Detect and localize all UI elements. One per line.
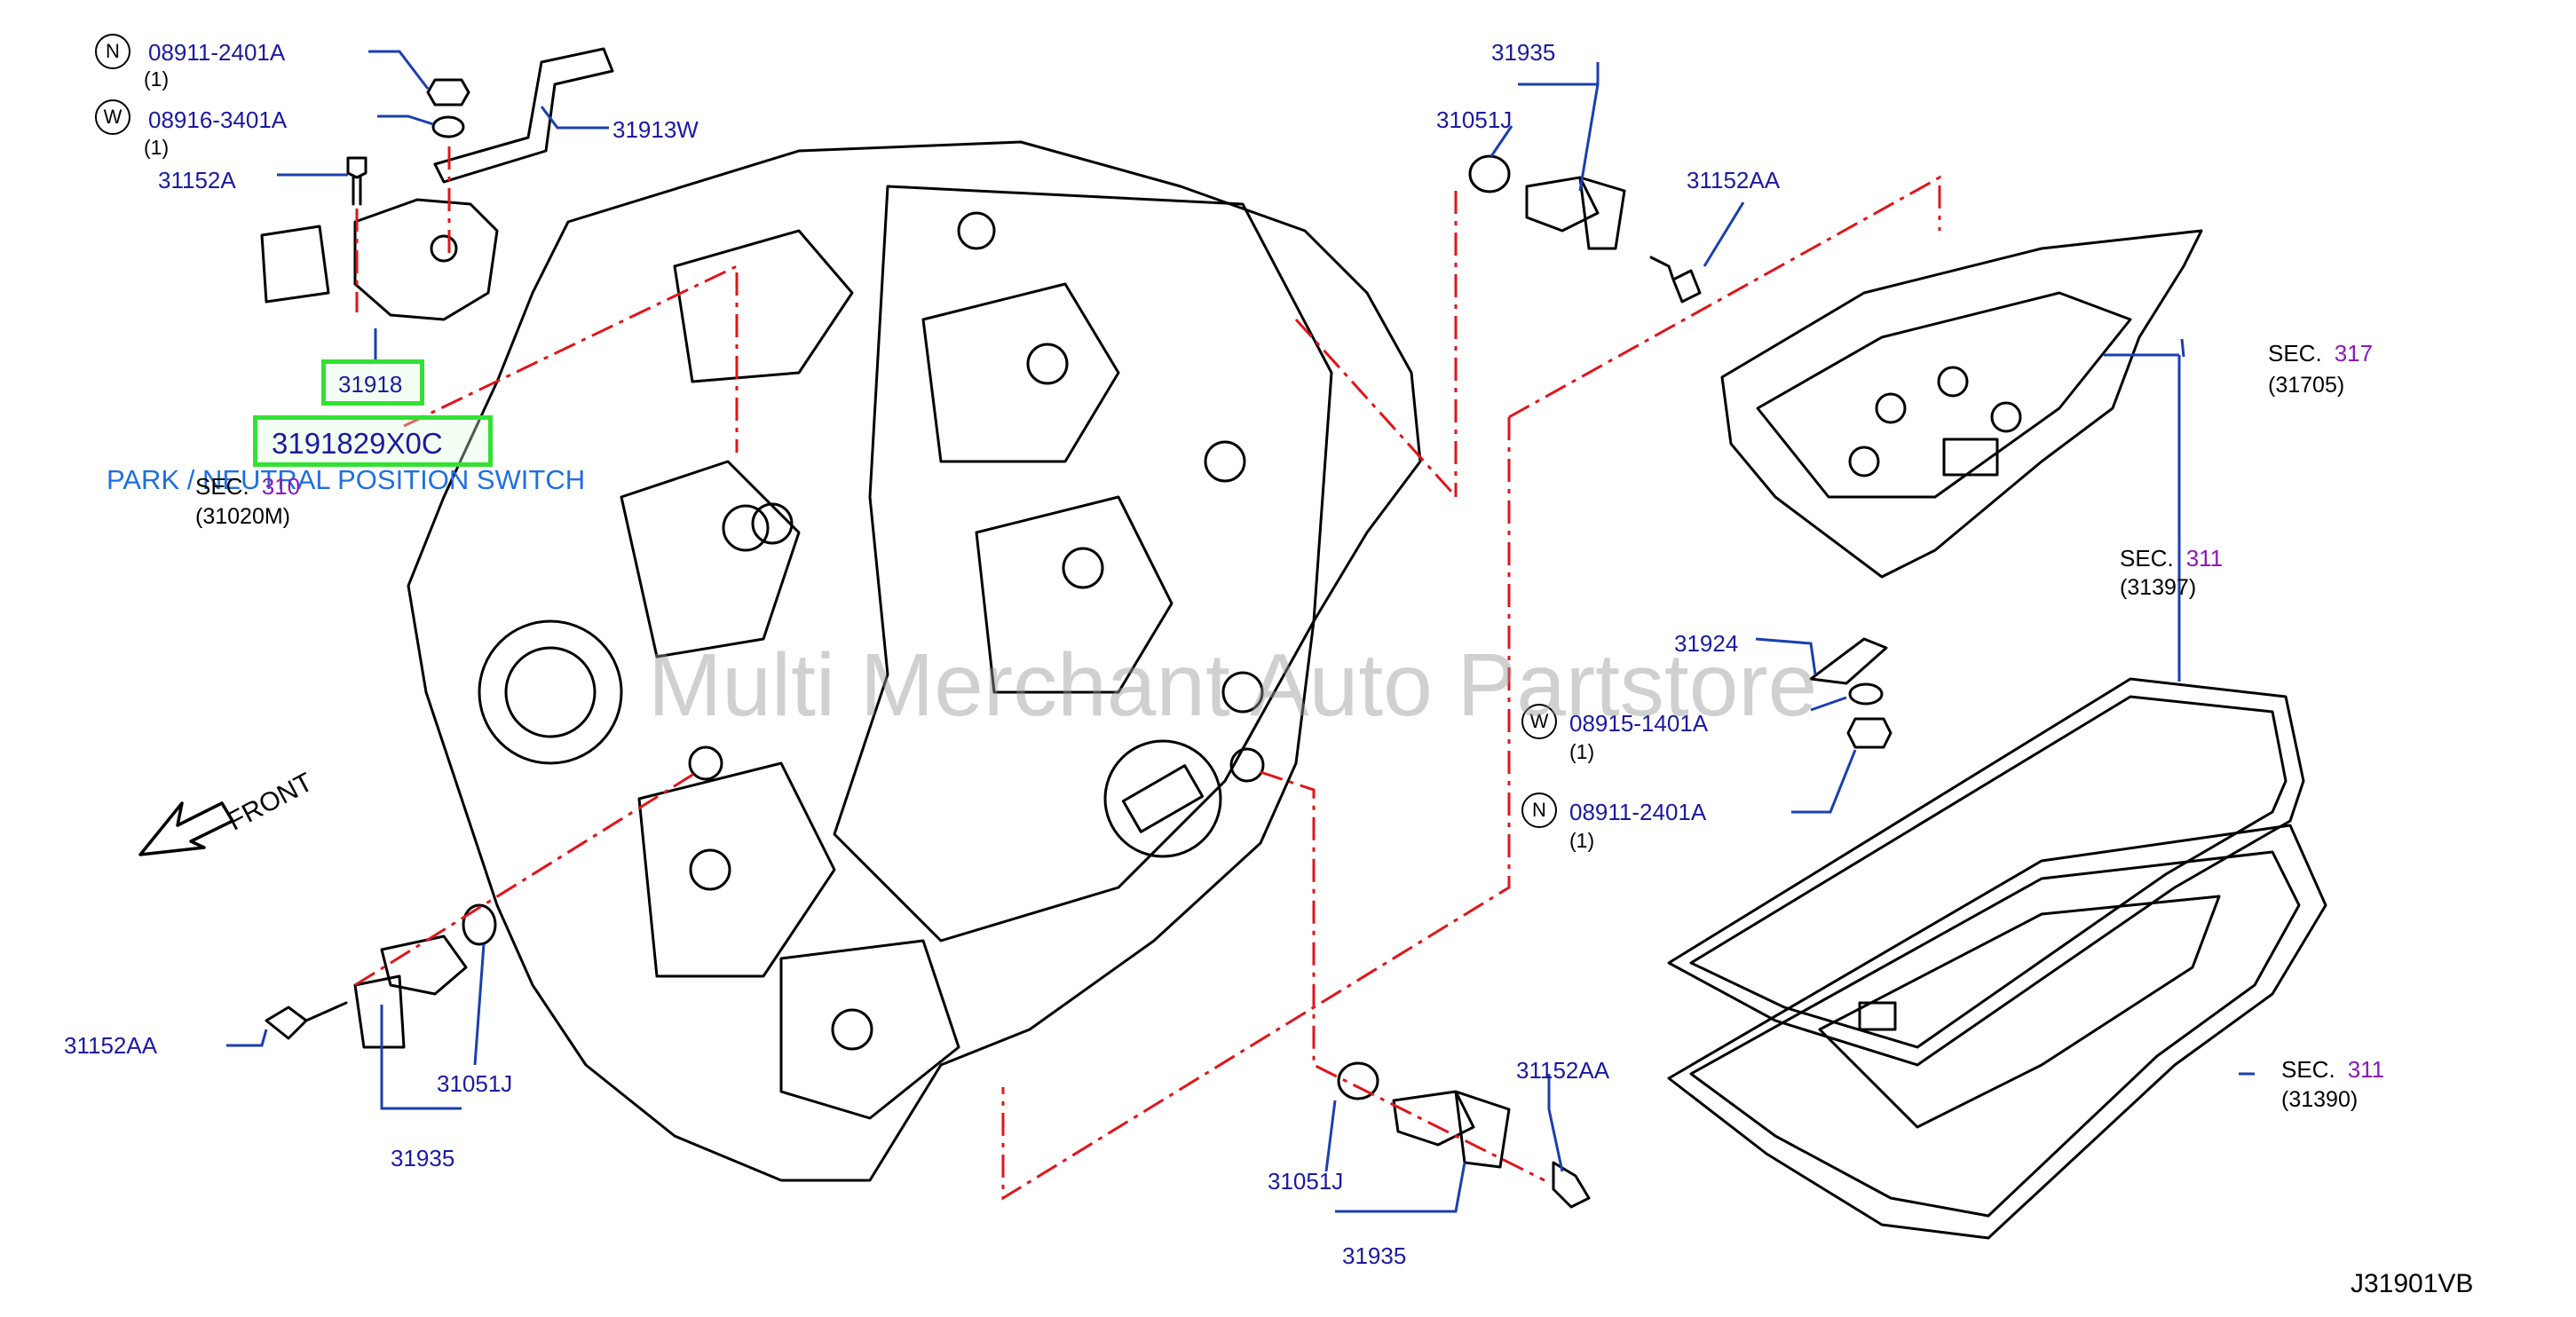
- switch-connector: [260, 225, 330, 304]
- nut-circle-n-right: N: [1521, 793, 1557, 828]
- diagram-code: J31901VB: [2351, 1269, 2474, 1298]
- nut-right-shape: [1846, 717, 1892, 749]
- part-number-washer-top[interactable]: 08916-3401A: [148, 106, 288, 133]
- bracket-31913w-shape: [433, 47, 614, 184]
- highlight-31918[interactable]: 31918: [321, 359, 424, 406]
- bolt-left-shape: [265, 1001, 348, 1040]
- sec-label-317: SEC.: [2268, 340, 2322, 367]
- part-number-31913w[interactable]: 31913W: [612, 116, 699, 143]
- section-311-gasket[interactable]: SEC. 311: [2120, 547, 2223, 570]
- part-number-31935-bottom[interactable]: 31935: [1342, 1242, 1407, 1269]
- converter-bore: [478, 619, 623, 765]
- shaft-boss: [722, 504, 770, 552]
- part-number-nut-right[interactable]: 08911-2401A: [1569, 799, 1707, 825]
- oring-left-shape: [462, 903, 497, 946]
- part-number-31152a[interactable]: 31152A: [158, 167, 236, 193]
- sec-number-317: 317: [2334, 340, 2374, 367]
- qty-washer-top: (1): [144, 136, 170, 159]
- valve-body: [1720, 229, 2203, 579]
- housing-flange: [833, 185, 1333, 942]
- sec-number-310: 310: [261, 473, 301, 500]
- part-number-31152aa-left[interactable]: 31152AA: [64, 1032, 158, 1059]
- highlight-3191829x0c[interactable]: 3191829X0C: [253, 415, 493, 467]
- section-310[interactable]: SEC. 310: [195, 475, 300, 498]
- ref-31390: (31390): [2281, 1087, 2359, 1112]
- qty-nut-top: (1): [144, 67, 170, 91]
- nut-circle-n: N: [95, 34, 130, 69]
- bolt-bottom-shape: [1552, 1161, 1591, 1209]
- sensor-bottom-shape: [1392, 1090, 1511, 1169]
- sec-number-311-gasket: 311: [2185, 545, 2224, 572]
- transmission-housing: [407, 140, 1422, 1182]
- sec-number-311-pan: 311: [2347, 1056, 2385, 1083]
- ref-31705: (31705): [2268, 373, 2345, 398]
- ref-31020m: (31020M): [195, 504, 290, 529]
- part-number-31051j-bottom[interactable]: 31051J: [1268, 1168, 1344, 1195]
- bolt-top-shape: [1649, 256, 1702, 304]
- oring-top-shape: [1468, 154, 1511, 193]
- sensor-top-shape: [1525, 176, 1626, 250]
- sensor-left-shape: [353, 935, 468, 1049]
- part-number-31935-left[interactable]: 31935: [391, 1145, 455, 1171]
- part-number-31051j-left[interactable]: 31051J: [437, 1070, 513, 1097]
- sec-label-311-pan: SEC.: [2281, 1056, 2335, 1083]
- sec-label-311-gasket: SEC.: [2120, 545, 2174, 572]
- sensor-boss-left: [688, 745, 723, 781]
- washer-circle-w: W: [95, 99, 130, 135]
- part-number-nut-top[interactable]: 08911-2401A: [148, 39, 286, 66]
- bolt-31152a-shape: [346, 156, 367, 206]
- washer-right-shape: [1848, 682, 1884, 706]
- axle-cover: [1103, 739, 1222, 858]
- part-number-31935-top[interactable]: 31935: [1491, 39, 1556, 66]
- section-311-pan[interactable]: SEC. 311: [2281, 1058, 2384, 1081]
- front-arrow: [138, 801, 234, 856]
- pan-gasket: [1667, 677, 2305, 1067]
- part-number-washer-right[interactable]: 08915-1401A: [1569, 710, 1709, 737]
- qty-nut-right: (1): [1569, 829, 1595, 852]
- nut-top-shape: [426, 78, 470, 106]
- switch-caption: PARK / NEUTRAL POSITION SWITCH: [107, 464, 586, 495]
- oil-pan: [1667, 824, 2327, 1240]
- ref-31397: (31397): [2120, 575, 2197, 600]
- washer-top-shape: [431, 115, 465, 138]
- qty-washer-right: (1): [1569, 740, 1595, 763]
- washer-circle-w-right: W: [1521, 704, 1557, 739]
- sensor-boss-right: [1229, 747, 1265, 783]
- bracket-31924-shape: [1809, 637, 1888, 685]
- oring-bottom-shape: [1337, 1061, 1379, 1100]
- switch-body: [353, 198, 499, 321]
- part-number-31152aa-top[interactable]: 31152AA: [1687, 167, 1781, 193]
- sec-label-310: SEC.: [195, 473, 249, 500]
- part-number-31152aa-bottom[interactable]: 31152AA: [1516, 1057, 1610, 1084]
- part-number-31924[interactable]: 31924: [1674, 630, 1739, 657]
- section-317[interactable]: SEC. 317: [2268, 342, 2373, 365]
- part-number-31051j-top[interactable]: 31051J: [1436, 106, 1513, 133]
